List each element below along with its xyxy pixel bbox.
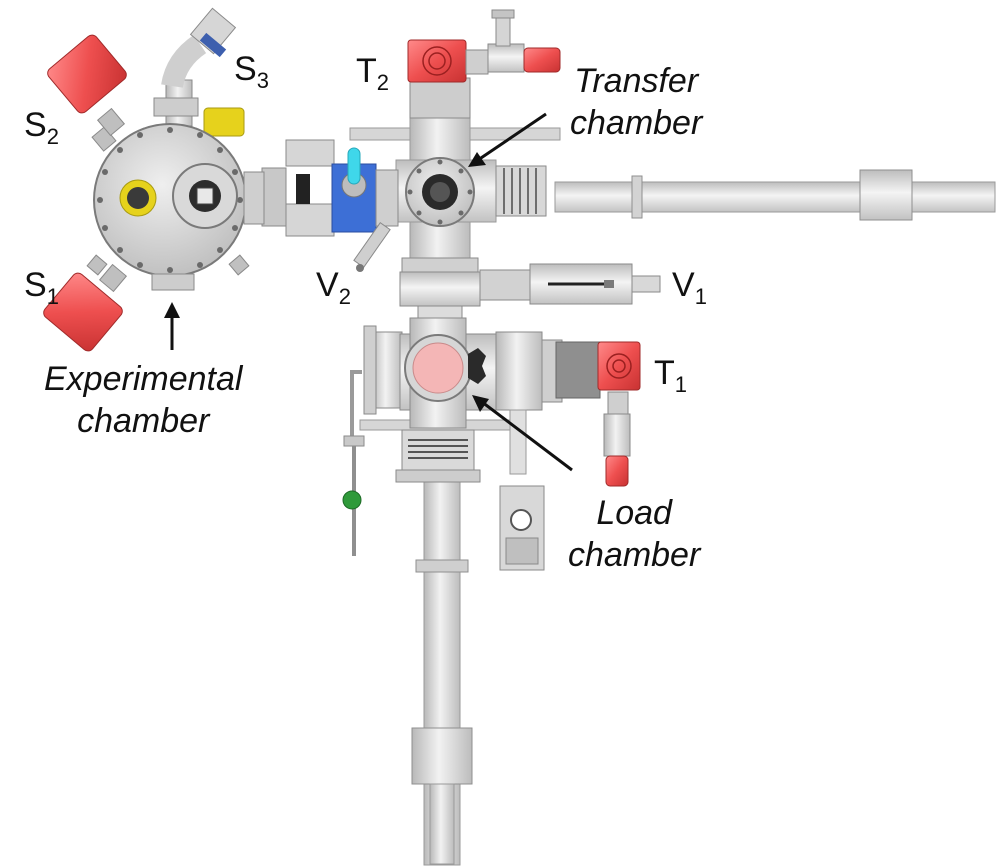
horizontal-transfer-arm <box>554 169 996 221</box>
callout-experimental-chamber: Experimental chamber <box>44 360 243 440</box>
label-v2: V2 <box>316 266 351 309</box>
source-s2 <box>47 34 127 137</box>
label-v1: V1 <box>672 266 707 309</box>
callout-transfer-chamber: Transfer chamber <box>570 62 703 142</box>
arrow-load <box>481 400 573 472</box>
vertical-manipulator-arm <box>411 469 473 866</box>
experimental-chamber <box>86 7 265 291</box>
label-t2: T2 <box>356 52 390 95</box>
gate-valve-v2-assembly <box>261 139 399 272</box>
label-s3: S3 <box>234 50 269 93</box>
arrow-transfer <box>477 112 547 162</box>
label-t1: T1 <box>654 354 688 397</box>
callout-arrows <box>164 112 573 472</box>
transfer-chamber-assembly <box>349 77 561 337</box>
load-chamber-assembly <box>342 317 563 571</box>
turbo-pump-t1 <box>555 341 641 487</box>
label-s2: S2 <box>24 106 59 149</box>
callout-load-chamber: Load chamber <box>568 494 701 574</box>
valve-v1-actuator <box>479 263 661 305</box>
label-s1: S1 <box>24 266 59 309</box>
source-s1 <box>43 263 128 352</box>
turbo-pump-t2 <box>407 9 561 83</box>
